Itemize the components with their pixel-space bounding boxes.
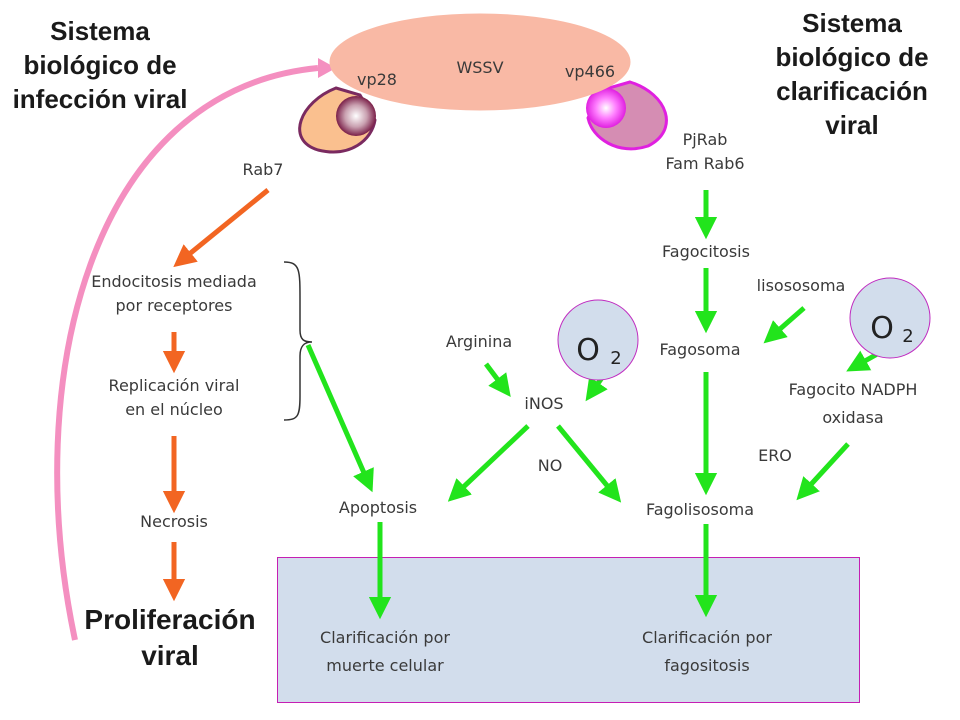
node-no: NO: [537, 456, 563, 475]
node-lisosoma: lisososoma: [756, 276, 846, 295]
oxygen-sub-center: 2: [610, 348, 621, 369]
outcome-box: [277, 557, 860, 703]
wssv-virus: [329, 13, 631, 111]
clearance-arrows: [305, 190, 890, 620]
protein-vp466: vp466: [564, 62, 616, 81]
oxygen-sub-right: 2: [902, 326, 913, 347]
node-fagosoma: Fagosoma: [659, 340, 741, 359]
oxygen-circle-right: [849, 277, 931, 359]
virus-name: WSSV: [456, 58, 504, 77]
arrow-bracket-apoptosis: [305, 343, 374, 493]
arrow-inos-fagolisosoma: [556, 424, 622, 503]
arrow-arginina-inos: [484, 362, 511, 397]
oxygen-symbol-center: O: [576, 333, 600, 368]
arrow-inos-apoptosis: [447, 424, 530, 502]
arrow-lisosoma-fagosoma: [763, 306, 806, 344]
oxygen-symbol-right: O: [870, 311, 894, 346]
node-fagocitosis: Fagocitosis: [662, 242, 750, 261]
infection-arrows: [162, 188, 270, 602]
oxygen-circle-center: [557, 299, 639, 381]
node-apoptosis: Apoptosis: [338, 498, 418, 517]
receptor-rab7-label: Rab7: [242, 160, 284, 179]
arrow-rab7-endocitosis: [173, 188, 270, 268]
receptor-pjrab-icon: [586, 80, 668, 151]
arrow-ero-fagolisosoma: [796, 442, 850, 501]
receptor-rab7-icon: [298, 86, 377, 154]
node-necrosis: Necrosis: [140, 512, 208, 531]
node-fagolisosoma: Fagolisosoma: [645, 500, 754, 519]
feedback-arrowhead: [318, 58, 336, 78]
node-arginina: Arginina: [445, 332, 513, 351]
node-inos: iNOS: [524, 394, 564, 413]
feedback-curve: [54, 65, 319, 641]
protein-vp28: vp28: [357, 70, 397, 89]
node-ero: ERO: [758, 446, 792, 465]
bracket: [283, 261, 313, 421]
